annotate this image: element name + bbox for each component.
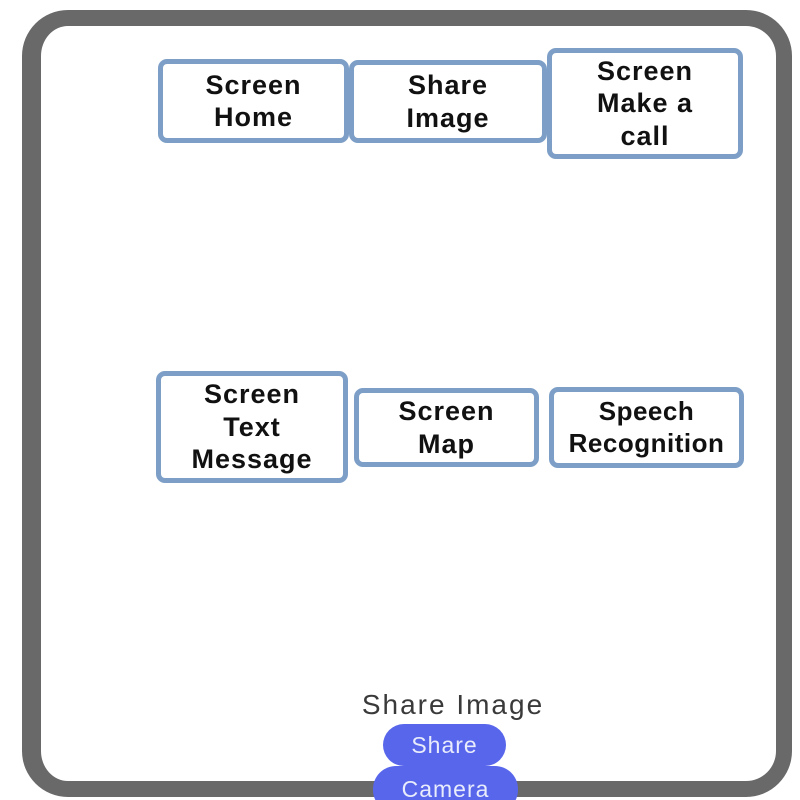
screen-button-speech-recognition[interactable]: Speech Recognition [549,387,744,468]
screen-button-make-a-call[interactable]: Screen Make a call [547,48,743,159]
screen-button-map[interactable]: Screen Map [354,388,539,467]
screen-button-home[interactable]: Screen Home [158,59,349,143]
screen-button-share-image[interactable]: Share Image [349,60,547,143]
share-button[interactable]: Share [383,724,506,766]
phone-frame: Screen Home Share Image Screen Make a ca… [22,10,792,800]
screen-button-text-message[interactable]: Screen Text Message [156,371,348,483]
camera-button[interactable]: Camera [373,766,518,800]
share-image-title: Share Image [361,689,545,720]
